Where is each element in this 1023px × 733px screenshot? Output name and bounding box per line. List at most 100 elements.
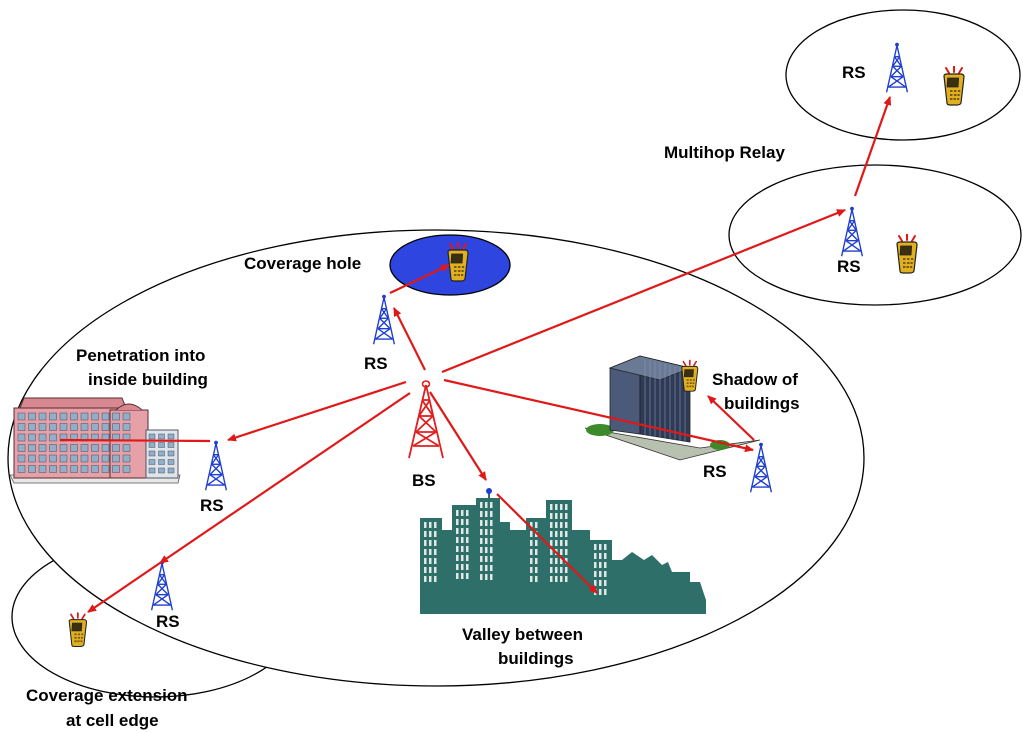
city-window	[485, 502, 488, 508]
city-window	[565, 540, 568, 546]
city-window	[490, 538, 493, 544]
penetration-label-line1: Penetration into	[76, 346, 205, 365]
city-window	[560, 567, 563, 573]
coverage-hole-label: Coverage hole	[244, 254, 361, 273]
building-window	[28, 433, 36, 442]
city-window	[560, 504, 563, 510]
building-window	[112, 423, 120, 431]
building-window	[122, 465, 131, 473]
city-window	[480, 574, 483, 580]
city-window	[485, 547, 488, 553]
building-window	[167, 433, 175, 440]
city-window	[424, 567, 427, 573]
building-window	[17, 433, 26, 442]
rs-label-penetration: RS	[200, 496, 224, 515]
city-window	[555, 558, 558, 564]
city-window	[461, 510, 464, 516]
building-window	[28, 412, 36, 421]
city-window	[550, 522, 553, 528]
building-window	[49, 433, 57, 442]
shadow-label-line1: Shadow of	[712, 370, 798, 389]
valley-label-line2: buildings	[498, 649, 574, 668]
city-window	[480, 538, 483, 544]
city-window	[424, 522, 427, 528]
rs-label-top: RS	[842, 63, 866, 82]
building-window	[49, 465, 57, 473]
city-window	[485, 565, 488, 571]
city-window	[555, 576, 558, 582]
building-window	[158, 467, 165, 474]
city-window	[550, 531, 553, 537]
building-window	[158, 433, 165, 440]
city-window	[434, 531, 437, 537]
city-skyline-icon	[420, 498, 706, 614]
city-window	[599, 571, 602, 577]
coverage-ext-label-line1: Coverage extension	[26, 686, 188, 705]
building-window	[17, 423, 26, 431]
city-window	[594, 571, 597, 577]
city-window	[461, 555, 464, 561]
building-window	[49, 454, 57, 463]
building-window	[158, 442, 165, 448]
city-window	[485, 574, 488, 580]
city-window	[555, 540, 558, 546]
city-window	[490, 529, 493, 535]
city-window	[560, 513, 563, 519]
building-window	[91, 454, 99, 463]
city-window	[461, 519, 464, 525]
city-window	[466, 564, 469, 570]
city-window	[480, 547, 483, 553]
city-window	[535, 576, 538, 582]
building-window	[112, 454, 120, 463]
city-window	[490, 565, 493, 571]
building-window	[148, 467, 156, 474]
penetration-label-line2: inside building	[88, 370, 208, 389]
antenna-icon	[486, 488, 492, 500]
building-window	[80, 444, 89, 452]
rs-label-multihop: RS	[837, 257, 861, 276]
building-window	[80, 412, 89, 421]
city-window	[485, 538, 488, 544]
link-rs-to-hole-phone	[389, 264, 450, 294]
building-window	[59, 423, 68, 431]
bs-label: BS	[412, 471, 436, 490]
apartment-building-icon	[9, 397, 181, 484]
building-window	[28, 465, 36, 473]
building-window	[148, 433, 156, 440]
city-window	[490, 511, 493, 517]
link-rs-to-shadow-phone	[707, 395, 755, 441]
building-window	[59, 412, 68, 421]
city-window	[530, 576, 533, 582]
city-window	[490, 547, 493, 553]
city-window	[594, 544, 597, 550]
building-window	[38, 412, 47, 421]
city-window	[530, 558, 533, 564]
building-window	[80, 454, 89, 463]
city-window	[466, 510, 469, 516]
city-window	[461, 537, 464, 543]
rs-label-edge: RS	[156, 612, 180, 631]
city-window	[604, 580, 607, 586]
city-window	[560, 549, 563, 555]
city-window	[599, 580, 602, 586]
building-window	[38, 444, 47, 452]
city-window	[604, 544, 607, 550]
building-window	[38, 454, 47, 463]
city-window	[456, 528, 459, 534]
city-window	[555, 513, 558, 519]
city-window	[604, 571, 607, 577]
city-window	[485, 520, 488, 526]
city-window	[429, 549, 432, 555]
building-window	[70, 444, 78, 452]
building-window	[17, 444, 26, 452]
building-window	[112, 444, 120, 452]
relay-cell-middle	[728, 164, 1022, 306]
building-window	[122, 444, 131, 452]
city-window	[530, 522, 533, 528]
link-bs-to-rs-shadow	[443, 378, 754, 453]
city-window	[480, 511, 483, 517]
city-window	[461, 564, 464, 570]
city-window	[555, 504, 558, 510]
city-window	[456, 546, 459, 552]
building-window	[91, 465, 99, 473]
